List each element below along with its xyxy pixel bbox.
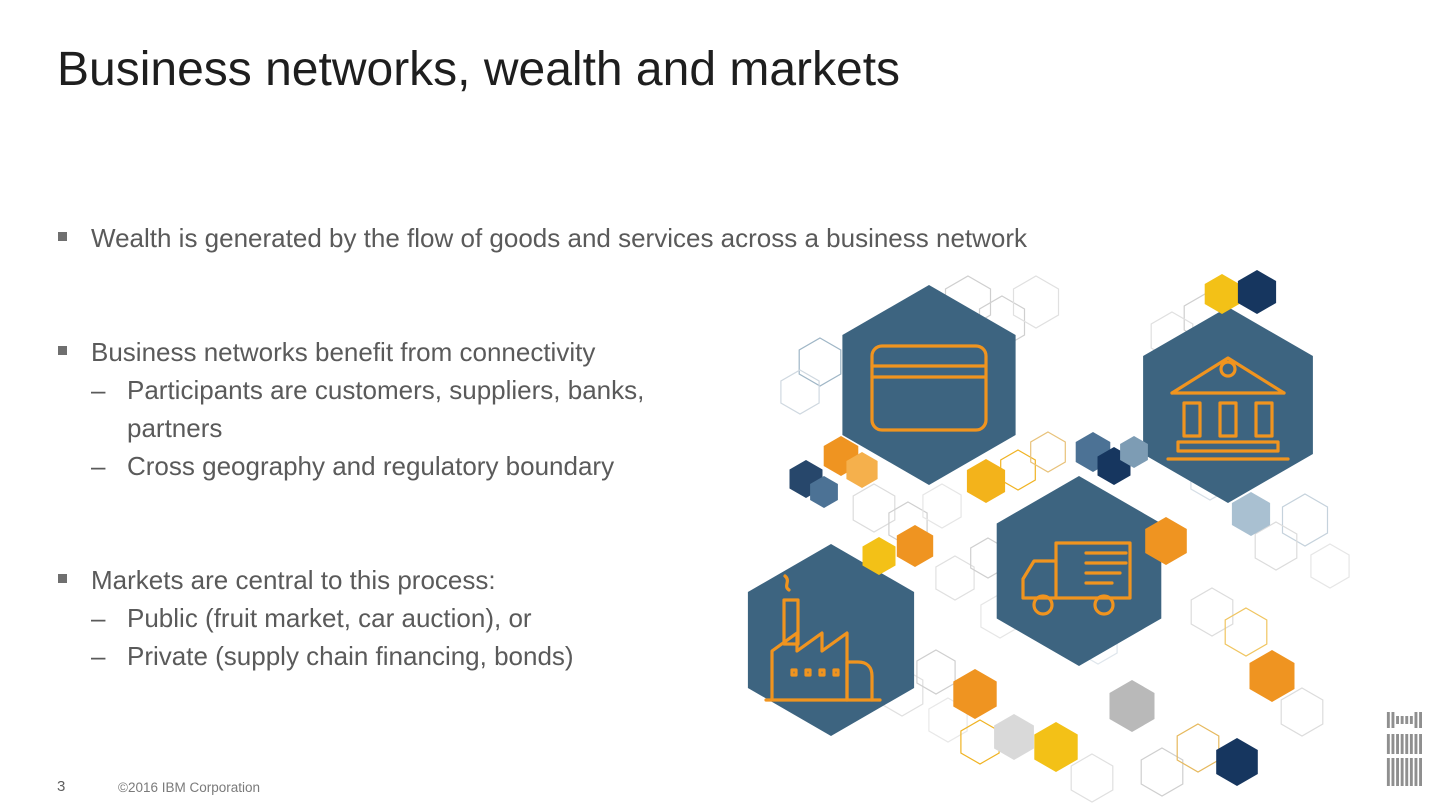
decor-hexagon [994,714,1034,760]
decor-hexagon [1140,747,1184,797]
sub-bullet-text: Public (fruit market, car auction), or [127,603,532,633]
decor-hexagon [880,667,924,717]
ibm-logo-bar [1396,734,1399,754]
ibm-logo-bar [1396,716,1399,724]
ibm-logo-bar [1409,758,1413,786]
page-number: 3 [57,778,66,795]
decor-hexagon [953,669,997,719]
sub-bullet-dash-marker: – [91,641,106,671]
decor-hexagon [1281,493,1329,547]
decor-hexagon [1034,722,1078,772]
ibm-logo-bar [1391,712,1395,728]
sub-bullet-list: – Participants are customers, suppliers,… [91,371,671,485]
ibm-logo-bar [1419,712,1422,728]
decor-hexagon [1310,543,1350,589]
ibm-logo-bar [1405,734,1409,754]
ibm-logo-bar [1391,734,1395,754]
ibm-logo-bar [1419,734,1422,754]
slide-title: Business networks, wealth and markets [57,43,901,96]
ibm-logo-bar [1414,734,1418,754]
ibm-logo-bar [1414,712,1418,728]
sub-bullet-text: Cross geography and regulatory boundary [127,451,615,481]
sub-bullet-item: – Public (fruit market, car auction), or [91,599,671,637]
sub-bullet-item: – Cross geography and regulatory boundar… [91,447,671,485]
sub-bullet-dash-marker: – [91,375,106,405]
bullet-item: Markets are central to this process: – P… [57,561,1272,675]
sub-bullet-dash-marker: – [91,603,106,633]
bullet-item: Business networks benefit from connectiv… [57,333,1272,485]
sub-bullet-dash-marker: – [91,451,106,481]
bullet-square-marker [58,574,67,583]
ibm-logo-bar [1391,758,1395,786]
ibm-logo-bar [1386,758,1390,786]
sub-bullet-text: Private (supply chain financing, bonds) [127,641,574,671]
ibm-logo-bar [1419,758,1422,786]
ibm-logo-bar [1400,734,1404,754]
decor-hexagon [1280,687,1324,737]
ibm-logo-bar [1400,716,1404,724]
bullet-text: Wealth is generated by the flow of goods… [91,223,1028,253]
bullet-square-marker [58,232,67,241]
bullet-text: Markets are central to this process: [91,565,496,595]
decor-hexagon [1070,753,1114,803]
ibm-logo-bar [1386,712,1390,728]
decor-hexagon [1216,738,1258,786]
ibm-8-bar-logo [1386,712,1422,786]
ibm-logo-bar [1405,716,1409,724]
ibm-logo-bar [1405,758,1409,786]
sub-bullet-item: – Participants are customers, suppliers,… [91,371,671,447]
ibm-logo-bars [1386,712,1422,786]
decor-hexagon [1109,680,1155,732]
copyright-text: ©2016 IBM Corporation [118,780,261,795]
sub-bullet-list: – Public (fruit market, car auction), or… [91,599,671,675]
sub-bullet-item: – Private (supply chain financing, bonds… [91,637,671,675]
bullet-square-marker [58,346,67,355]
ibm-logo-bar [1386,734,1390,754]
ibm-logo-bar [1414,758,1418,786]
decor-hexagon [1176,723,1220,773]
ibm-logo-bar [1400,758,1404,786]
ibm-logo-bar [1409,734,1413,754]
decor-hexagon [928,697,968,743]
ibm-logo-bar [1409,716,1413,724]
sub-bullet-text: Participants are customers, suppliers, b… [127,375,645,443]
bullet-list: Wealth is generated by the flow of goods… [57,219,1272,675]
bullet-text: Business networks benefit from connectiv… [91,337,596,367]
bullet-item: Wealth is generated by the flow of goods… [57,219,1272,257]
decor-hexagon [960,719,1000,765]
ibm-logo-bar [1396,758,1399,786]
